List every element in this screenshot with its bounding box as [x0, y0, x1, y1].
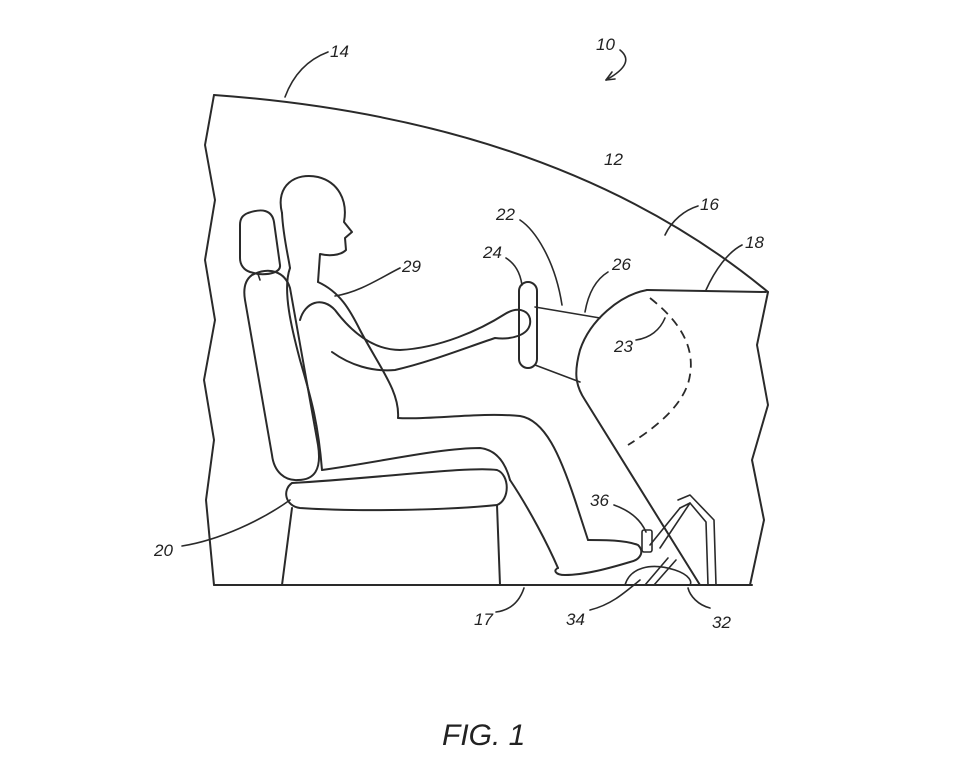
pedal-assembly	[624, 494, 717, 586]
ref-23: 23	[613, 337, 633, 356]
leader-lines	[181, 49, 743, 613]
leader-16	[664, 205, 699, 236]
reference-numerals: 14 10 12 16 18 22 24 26 29 23 20 36 17 3…	[153, 35, 764, 632]
ref-20: 20	[153, 541, 173, 560]
airbag-deployed-outline	[627, 297, 692, 446]
vehicle-seat	[239, 209, 508, 586]
leader-36	[613, 504, 647, 533]
ref-24: 24	[482, 243, 502, 262]
leader-23	[635, 317, 666, 341]
leader-10	[605, 49, 627, 81]
ref-16: 16	[700, 195, 719, 214]
leader-18	[705, 244, 743, 291]
ref-18: 18	[745, 233, 764, 252]
ref-17: 17	[474, 610, 493, 629]
occupant	[279, 174, 643, 576]
ref-36: 36	[590, 491, 609, 510]
ref-29: 29	[401, 257, 421, 276]
leader-34	[589, 579, 641, 611]
leader-17	[495, 587, 525, 613]
ref-34: 34	[566, 610, 585, 629]
ref-22: 22	[495, 205, 515, 224]
leader-22	[519, 219, 563, 306]
arrow-10	[605, 71, 616, 81]
leader-24	[505, 257, 523, 286]
ref-26: 26	[611, 255, 631, 274]
figure-caption: FIG. 1	[442, 719, 525, 752]
leader-32	[687, 587, 711, 609]
leader-20	[181, 499, 291, 547]
ref-10: 10	[596, 35, 615, 54]
steering-wheel	[518, 281, 538, 369]
ref-12: 12	[604, 150, 623, 169]
instrument-panel	[534, 289, 767, 586]
leader-14	[284, 51, 329, 98]
ref-32: 32	[712, 613, 731, 632]
ref-14: 14	[330, 42, 349, 61]
leader-26	[584, 271, 609, 313]
leader-29	[334, 267, 401, 297]
vehicle-cabin	[203, 94, 769, 586]
